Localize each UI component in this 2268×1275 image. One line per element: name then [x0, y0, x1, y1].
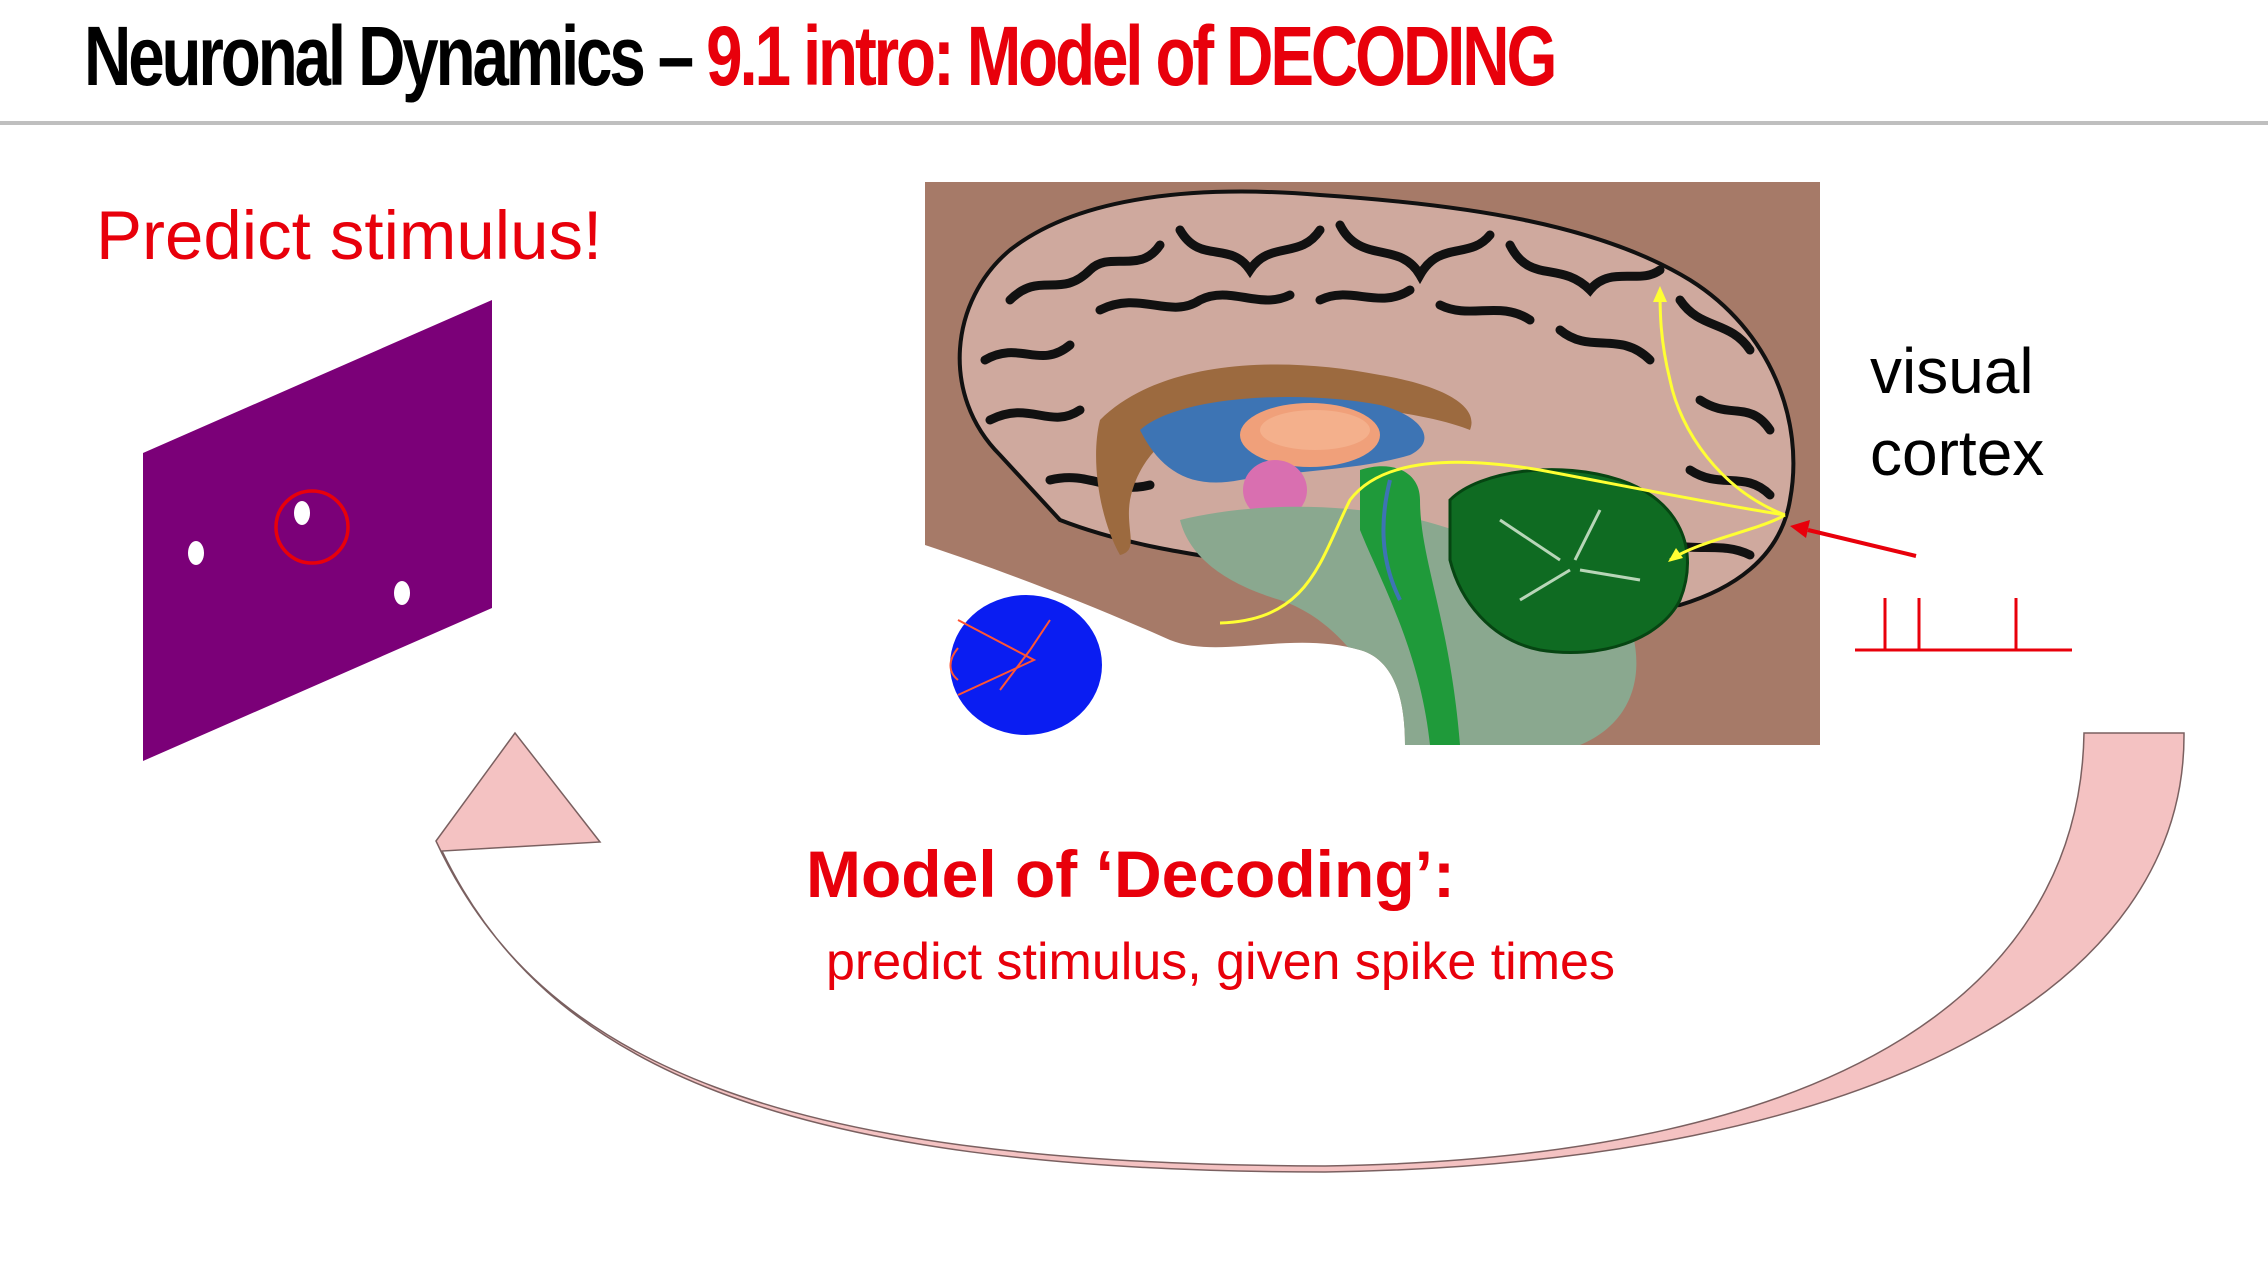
decoding-feedback-arrow [435, 731, 2185, 1173]
brain-sagittal-section [925, 182, 1820, 745]
visual-cortex-label-line2: cortex [1870, 417, 2045, 489]
model-decoding-heading: Model of ‘Decoding’: [806, 837, 1455, 911]
cortex-pointer-arrow [1790, 520, 1917, 558]
slide-title: Neuronal Dynamics – 9.1 intro: Model of … [84, 8, 1557, 105]
stimulus-dot-3 [394, 581, 410, 605]
model-decoding-subtitle: predict stimulus, given spike times [826, 933, 1615, 991]
title-bar: Neuronal Dynamics – 9.1 intro: Model of … [0, 0, 2268, 125]
title-prefix: Neuronal Dynamics – [84, 9, 707, 103]
predict-stimulus-heading: Predict stimulus! [96, 197, 603, 274]
stimulus-dot-1 [188, 541, 204, 565]
visual-cortex-label-line1: visual [1870, 335, 2034, 407]
stimulus-dot-2 [294, 501, 310, 525]
title-topic: 9.1 intro: Model of DECODING [706, 9, 1557, 103]
stimulus-screen [143, 300, 492, 761]
eye-icon [949, 595, 1102, 735]
target-circle [274, 489, 350, 565]
spike-train [1855, 598, 2072, 652]
visual-cortex-label: visual cortex [1870, 330, 2044, 494]
title-divider [0, 121, 2268, 125]
